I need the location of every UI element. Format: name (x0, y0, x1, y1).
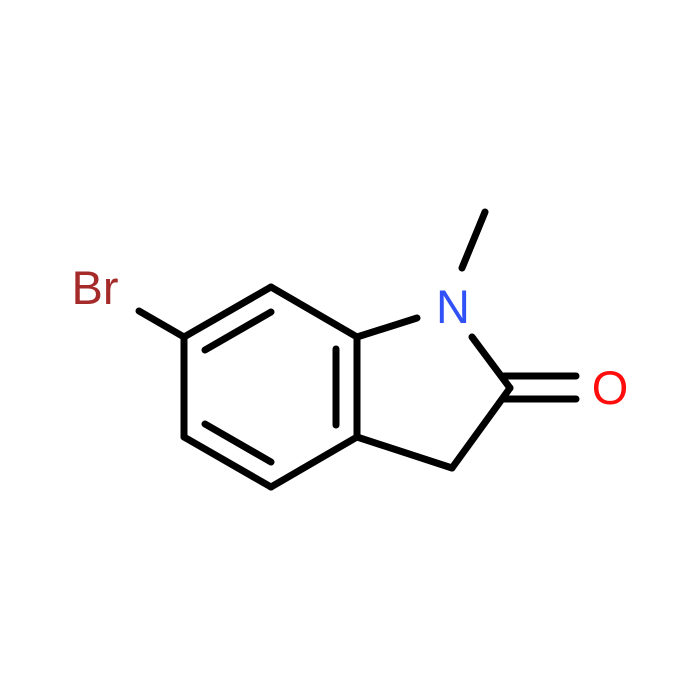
bond-inner-bottom (201, 420, 275, 466)
bond-c2-c3 (448, 384, 514, 472)
bond-n-c2 (468, 333, 514, 392)
bromine-label: Br (72, 261, 119, 314)
bond-c4-c3 (180, 433, 275, 491)
bond-c7-n (353, 314, 421, 341)
bond-inner-top (201, 308, 275, 354)
bond-c5-br (135, 307, 188, 341)
bond-c3-c7a (353, 433, 456, 472)
bond-c7a-c4 (267, 433, 361, 491)
nitrogen-label: N (436, 280, 470, 333)
oxygen-label: O (592, 361, 629, 414)
bond-c5-c6 (180, 283, 275, 341)
bond-set (135, 208, 580, 491)
bond-n-methyl (458, 208, 489, 272)
bond-c6-c7 (267, 283, 361, 341)
